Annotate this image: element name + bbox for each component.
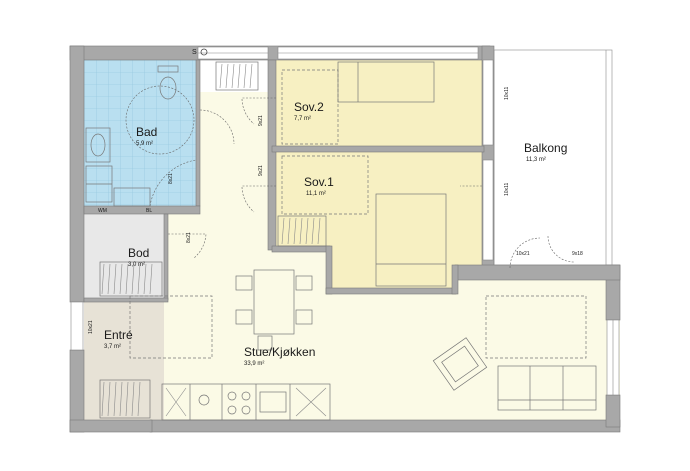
marker-icon [200, 48, 208, 56]
room-name-bod: Bod [128, 246, 149, 260]
room-area-bad: 5,9 m² [136, 141, 153, 147]
bad-floor [84, 60, 196, 206]
bath-fixtures [85, 65, 197, 207]
room-name-sov1: Sov.1 [304, 175, 334, 189]
living-furniture [432, 295, 597, 411]
entre-floor [84, 302, 164, 420]
dining [129, 269, 313, 359]
room-area-entre: 3,7 m² [104, 344, 121, 350]
room-name-bad: Bad [136, 125, 157, 139]
door-label-entre: 10x21 [88, 320, 94, 334]
door-label-sov2: 9x21 [258, 115, 264, 126]
door-label-balkong-3: 10x21 [516, 251, 530, 257]
windows [70, 46, 620, 396]
beds [281, 61, 447, 287]
room-name-balkong: Balkong [524, 141, 567, 155]
sov2-floor [272, 60, 482, 150]
door-label-bad: 8x21 [168, 173, 174, 184]
room-name-stue: Stue/Kjøkken [244, 345, 315, 359]
marker-label: S [192, 49, 197, 56]
room-area-sov2: 7,7 m² [294, 116, 311, 122]
kitchen [161, 383, 331, 421]
room-area-sov1: 11,1 m² [306, 191, 326, 197]
door-swings [168, 97, 575, 269]
closets [99, 61, 327, 419]
room-area-bod: 3,0 m² [128, 262, 145, 268]
door-label-balkong-4: 9x18 [572, 251, 583, 257]
balkong-floor [494, 50, 612, 265]
room-area-balkong: 11,3 m² [526, 157, 546, 163]
balkong-outline [493, 49, 613, 266]
sov1-floor [276, 152, 482, 290]
door-label-balkong-1: 10x11 [504, 87, 510, 100]
room-area-stue: 33,9 m² [244, 361, 264, 367]
bod-floor [84, 214, 166, 298]
wm-label: WM [98, 208, 107, 214]
door-label-sov1: 9x21 [258, 165, 264, 176]
door-label-balkong-2: 10x11 [504, 183, 510, 196]
room-name-sov2: Sov.2 [294, 100, 324, 114]
door-label-bod: 8x21 [186, 232, 192, 243]
living-floor [82, 60, 620, 420]
bl-label: BL [146, 208, 152, 214]
room-name-entre: Entré [104, 328, 133, 342]
